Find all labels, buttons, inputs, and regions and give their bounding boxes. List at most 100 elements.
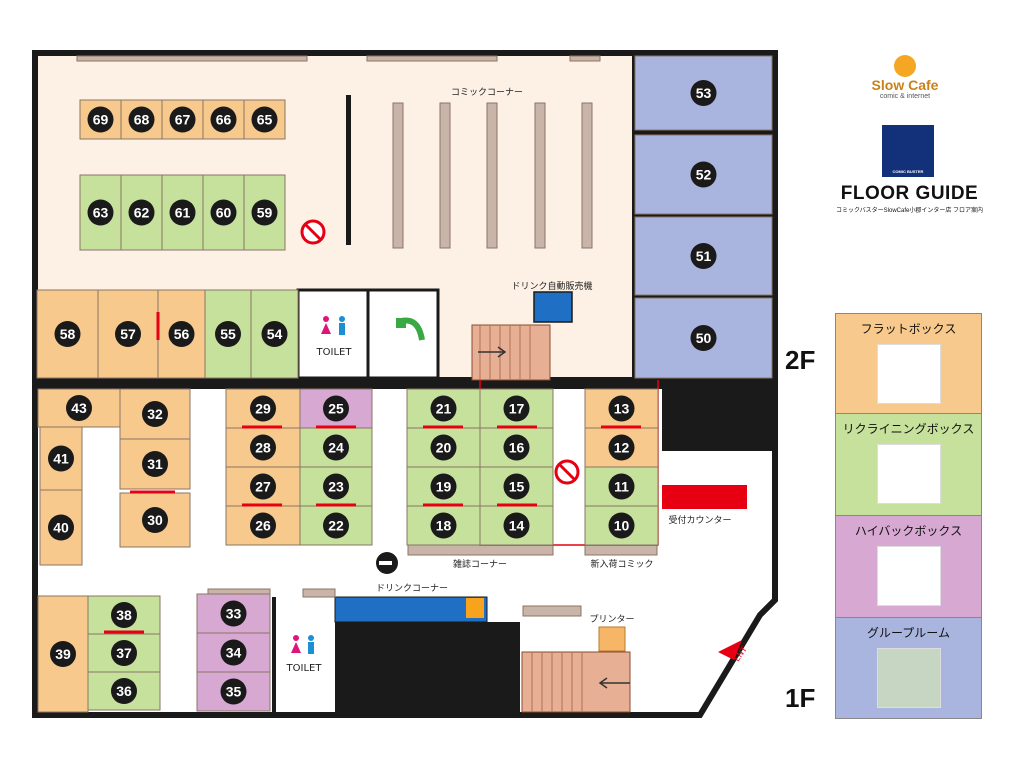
booth-number-16: 16: [509, 440, 525, 456]
booth-number-53: 53: [696, 85, 712, 101]
legend-recliner: リクライニングボックス: [835, 413, 982, 517]
booth-number-19: 19: [436, 479, 452, 495]
booth-badge-28: [250, 434, 276, 461]
booth-badge-53: [690, 80, 717, 106]
booth-number-57: 57: [120, 326, 136, 342]
booth-number-39: 39: [55, 646, 71, 662]
comic-wall-rack: [346, 95, 351, 245]
floor-label-2f: 2F: [785, 345, 816, 375]
no-smoking-1f-icon: [554, 459, 580, 485]
booth-badge-14: [503, 512, 530, 539]
booth-number-55: 55: [220, 326, 236, 342]
booth-number-36: 36: [116, 683, 132, 699]
reception-counter: [662, 485, 747, 509]
legend-group-label: グループルーム: [867, 626, 950, 640]
booth-number-67: 67: [175, 112, 191, 128]
booth-badge-12: [608, 434, 635, 461]
booth-badge-10: [608, 512, 635, 539]
booth-badge-24: [323, 434, 349, 461]
booth-badge-23: [323, 473, 349, 500]
booth-number-10: 10: [614, 518, 630, 534]
booth-badge-16: [503, 434, 530, 461]
comic-buster-logo: COMIC BUSTER: [882, 125, 934, 177]
booth-badge-13: [608, 395, 635, 422]
booth-number-63: 63: [93, 205, 109, 221]
legend-highback: ハイバックボックス: [835, 515, 982, 619]
booth-badge-34: [220, 639, 247, 666]
booth-badge-18: [430, 512, 457, 539]
shower-room: [366, 288, 440, 380]
shower-icon: [396, 317, 425, 341]
booth-number-17: 17: [509, 401, 525, 417]
booth-badge-41: [48, 445, 74, 472]
booth-number-52: 52: [696, 167, 712, 183]
booth-badge-39: [50, 641, 76, 667]
back-office: [662, 386, 775, 451]
vending-machine: [533, 291, 573, 323]
booth-number-69: 69: [93, 112, 109, 128]
booth-badge-36: [111, 678, 137, 704]
booth-badge-50: [690, 325, 717, 351]
recliner-photo-icon: [877, 444, 941, 504]
printer-label: プリンター: [589, 614, 634, 625]
booth-badge-11: [608, 473, 635, 500]
booth-badge-25: [323, 395, 349, 422]
booth-number-62: 62: [134, 205, 150, 221]
comic-corner-label: コミックコーナー: [451, 87, 523, 98]
brand-sub: comic & internet: [879, 93, 931, 100]
booth-badge-54: [261, 321, 288, 347]
booth-number-11: 11: [614, 479, 629, 495]
booth-number-50: 50: [696, 330, 712, 346]
booth-number-28: 28: [255, 440, 271, 456]
booth-number-12: 12: [614, 440, 630, 456]
booth-badge-40: [48, 514, 74, 541]
booth-number-37: 37: [116, 645, 132, 661]
booth-badge-31: [142, 451, 168, 477]
slow-cafe-logo: Slow Cafe comic & internet: [855, 55, 955, 100]
booth-badge-19: [430, 473, 457, 500]
booth-badge-32: [142, 401, 168, 427]
booth-badge-27: [250, 473, 276, 500]
legend-group: グループルーム: [835, 617, 982, 719]
booth-badge-59: [251, 199, 278, 226]
sofa-photo-icon: [877, 344, 941, 404]
booth-badge-17: [503, 395, 530, 422]
brand-name: Slow Cafe: [871, 77, 939, 93]
booth-badge-43: [66, 395, 92, 421]
booth-badge-56: [168, 321, 195, 347]
booth-badge-15: [503, 473, 530, 500]
booth-number-35: 35: [226, 684, 242, 700]
storage-block: [335, 622, 520, 715]
legend-highback-label: ハイバックボックス: [854, 524, 963, 538]
new-comics-label: 新入荷コミック: [590, 558, 653, 570]
booth-number-21: 21: [436, 401, 452, 417]
booth-badge-38: [111, 602, 137, 628]
booth-badge-66: [210, 106, 237, 133]
tatami-photo-icon: [877, 648, 941, 708]
booth-number-14: 14: [509, 518, 525, 534]
booth-badge-29: [250, 395, 276, 422]
comic-buster-badge-text: COMIC BUSTER: [892, 169, 924, 174]
comic-shelves: [76, 55, 601, 249]
booth-number-40: 40: [53, 520, 69, 536]
office-chair-photo-icon: [877, 546, 941, 606]
booth-number-54: 54: [267, 326, 283, 342]
floor-label-1f: 1F: [785, 683, 816, 713]
booth-number-58: 58: [60, 326, 76, 342]
booth-number-60: 60: [216, 205, 232, 221]
booth-badge-68: [128, 106, 155, 133]
booth-number-13: 13: [614, 401, 630, 417]
booth-number-59: 59: [257, 205, 273, 221]
magazine-corner-label: 雑誌コーナー: [453, 558, 507, 570]
rooms-1f: 4341403231302928272625242322212019181716…: [37, 312, 659, 713]
reception-label: 受付カウンター: [668, 514, 731, 526]
booth-badge-30: [142, 507, 168, 533]
booth-number-15: 15: [509, 479, 525, 495]
booth-number-25: 25: [328, 401, 344, 417]
booth-badge-58: [54, 321, 81, 347]
booth-number-51: 51: [696, 248, 712, 264]
booth-number-22: 22: [328, 518, 344, 534]
stairs-1f-arrow: [598, 677, 630, 689]
